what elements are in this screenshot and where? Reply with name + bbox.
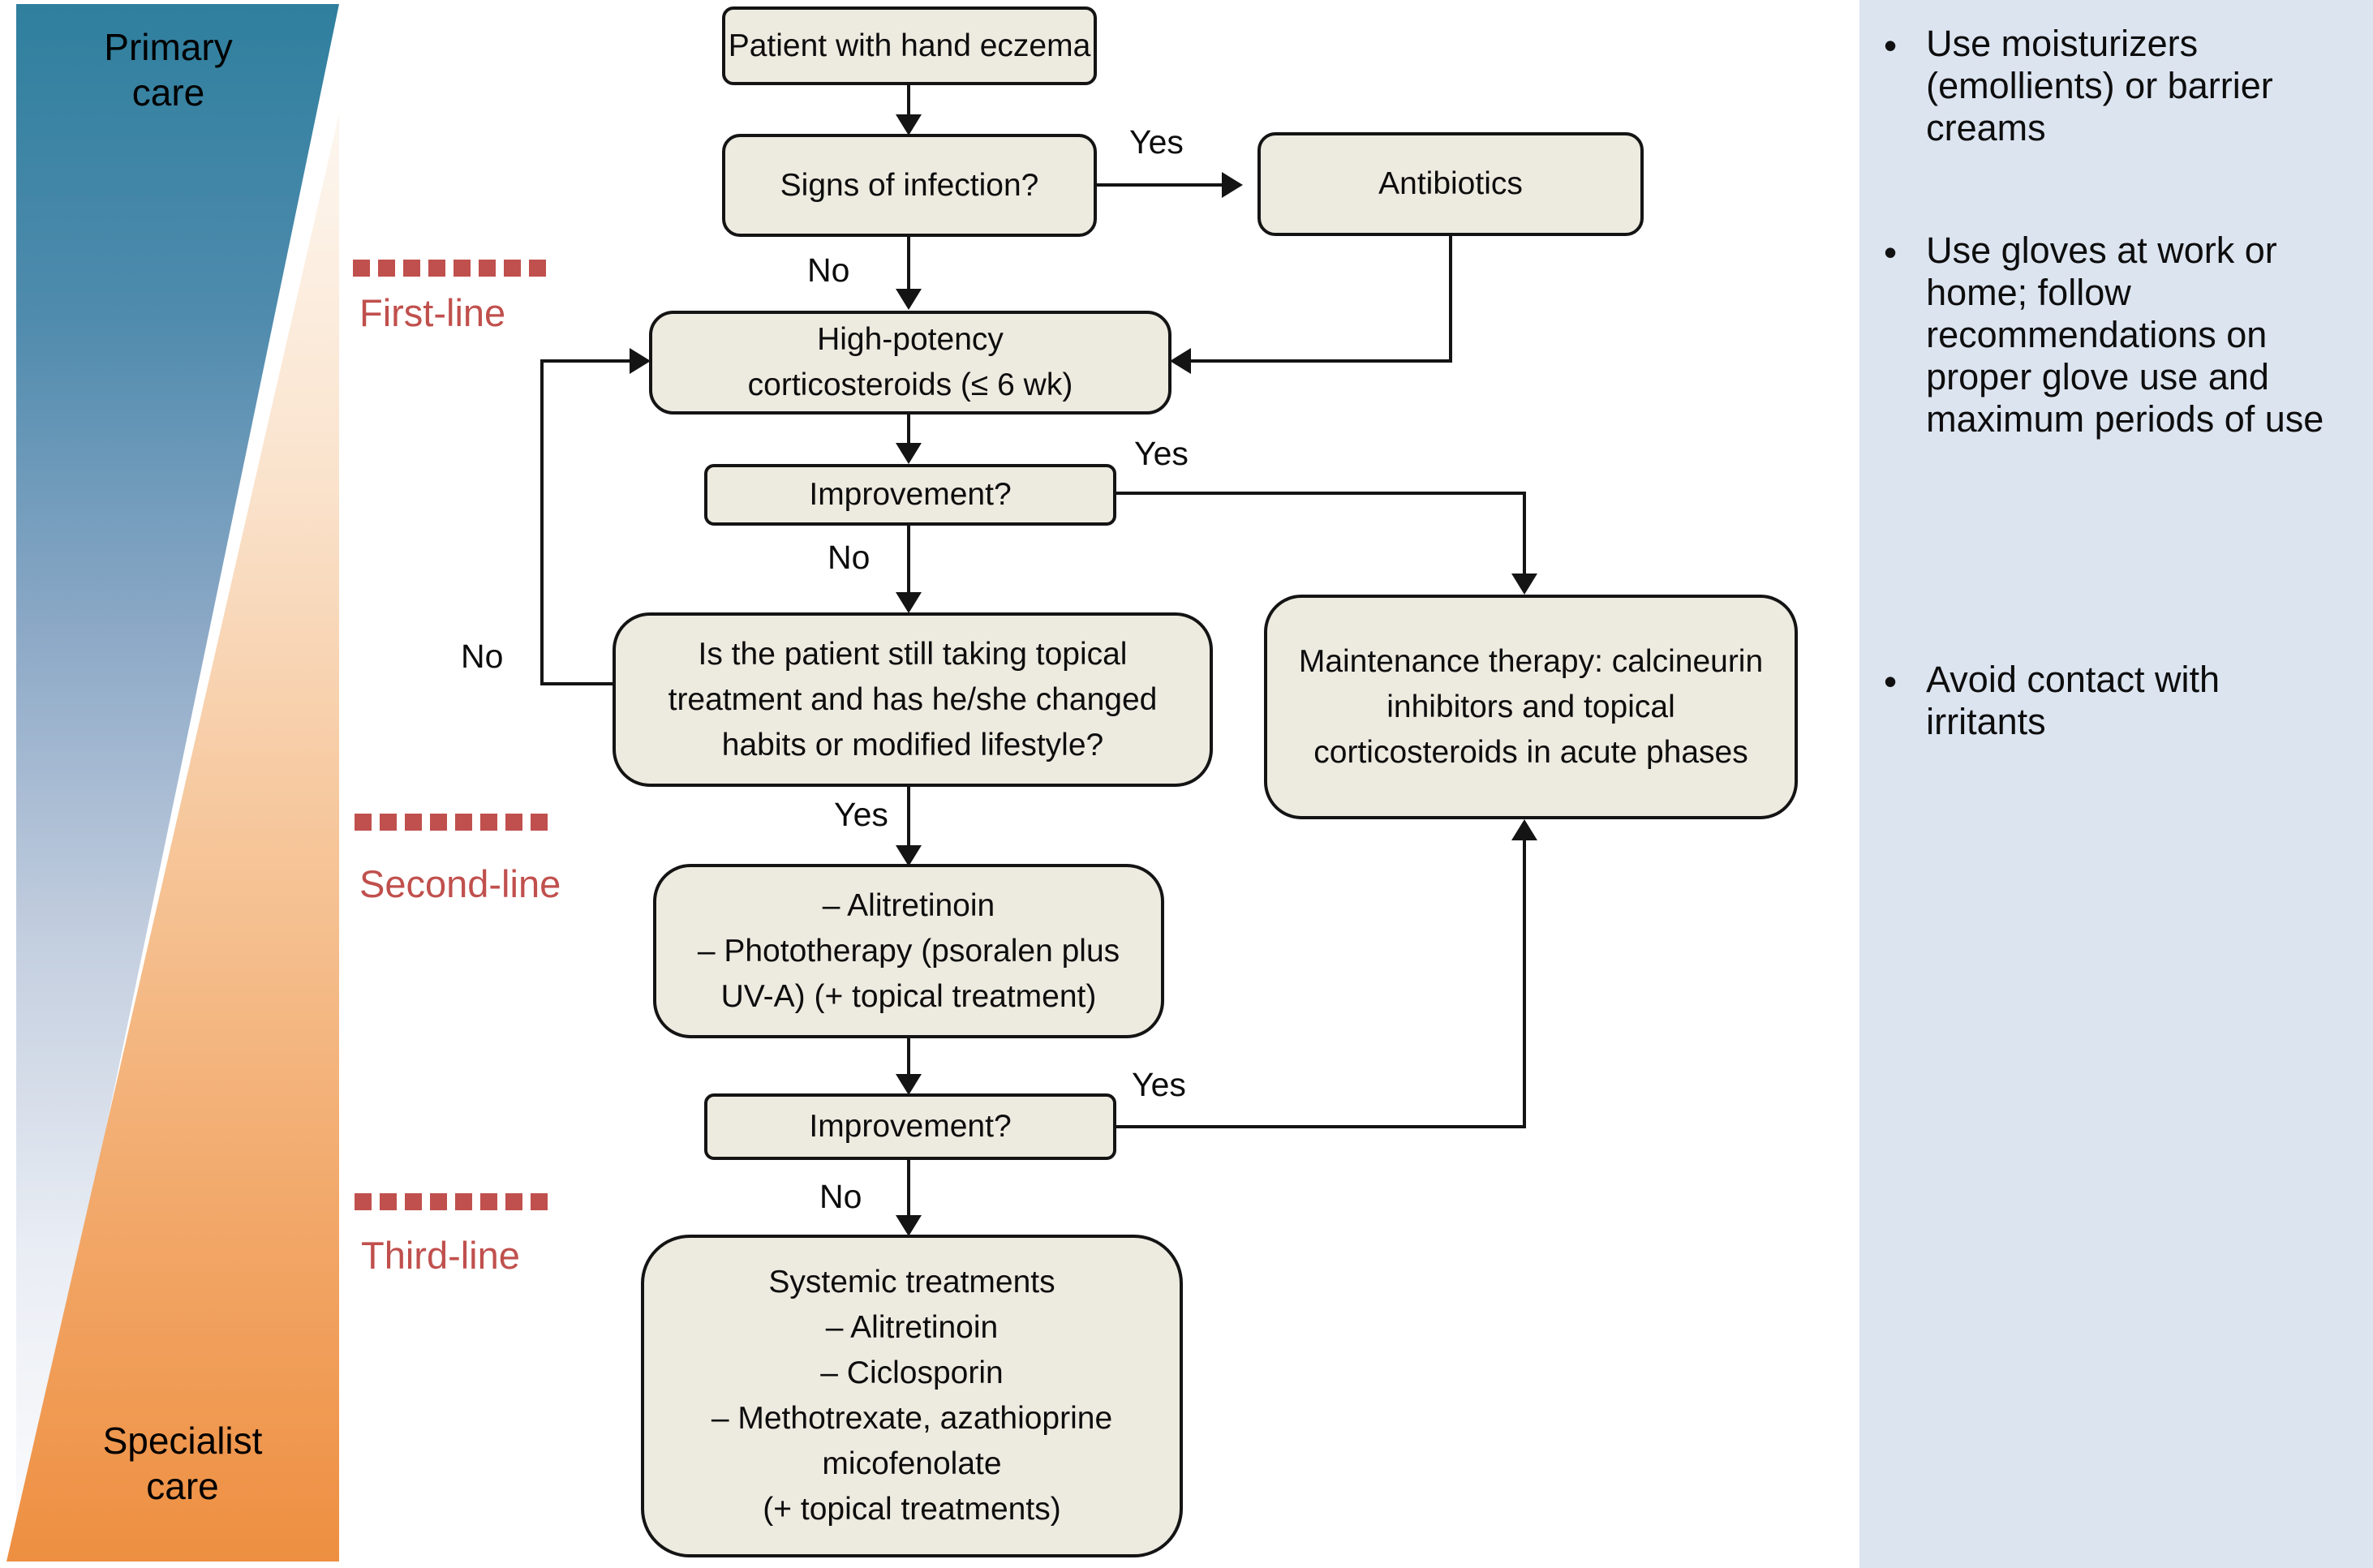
third-line-separator bbox=[355, 1193, 556, 1210]
sidebar-bullet-gloves: • Use gloves at work or home; follow rec… bbox=[1884, 230, 2325, 440]
maintenance-line3: corticosteroids in acute phases bbox=[1313, 734, 1748, 770]
improvement1-node: Improvement? bbox=[704, 464, 1116, 526]
edge-improvement2-yes-up bbox=[1523, 839, 1526, 1127]
arrowhead-question-secondline bbox=[896, 845, 922, 866]
care-gradient-wedges bbox=[6, 4, 339, 1562]
label-yes-question: Yes bbox=[834, 796, 888, 833]
third-line4: – Methotrexate, azathioprine bbox=[711, 1401, 1113, 1436]
label-no-improvement2: No bbox=[819, 1178, 862, 1215]
question-line1: Is the patient still taking topical bbox=[698, 636, 1128, 672]
arrowhead-noloop-cortico bbox=[630, 348, 651, 374]
label-yes-improvement1: Yes bbox=[1134, 435, 1189, 472]
arrowhead-improvement2-third bbox=[896, 1215, 922, 1236]
secondline-line2: – Phototherapy (psoralen plus bbox=[697, 933, 1120, 969]
arrowhead-cortico-improvement1 bbox=[896, 443, 922, 464]
sidebar-bullet-moisturizers-text: Use moisturizers (emollients) or barrier… bbox=[1926, 23, 2273, 148]
sidebar-bullet-irritants: • Avoid contact with irritants bbox=[1884, 659, 2325, 743]
patient-node: Patient with hand eczema bbox=[722, 6, 1097, 85]
systemic-treatments-node: Systemic treatments – Alitretinoin – Cic… bbox=[641, 1235, 1183, 1557]
antibiotics-node-text: Antibiotics bbox=[1378, 166, 1523, 201]
edge-improvement1-yes bbox=[1116, 492, 1526, 495]
edge-antibiotics-left bbox=[1191, 359, 1452, 363]
third-line5: micofenolate bbox=[822, 1446, 1002, 1481]
edge-noloop-top bbox=[540, 359, 631, 363]
label-no-loop: No bbox=[461, 638, 504, 675]
still-taking-treatment-node: Is the patient still taking topical trea… bbox=[613, 612, 1213, 787]
sidebar-bullet-irritants-text: Avoid contact with irritants bbox=[1926, 659, 2220, 742]
signs-node-text: Signs of infection? bbox=[780, 167, 1039, 203]
improvement2-node-text: Improvement? bbox=[809, 1109, 1012, 1144]
second-line-label: Second-line bbox=[359, 862, 561, 905]
arrowhead-signs-cortico bbox=[896, 289, 922, 310]
bullet-icon: • bbox=[1884, 24, 1898, 67]
third-line1: Systemic treatments bbox=[768, 1265, 1055, 1300]
label-no-improvement1: No bbox=[828, 539, 871, 576]
first-line-label: First-line bbox=[359, 291, 506, 334]
edge-noloop-up bbox=[540, 359, 544, 685]
arrowhead-improvement1-question bbox=[896, 592, 922, 613]
maintenance-line1: Maintenance therapy: calcineurin bbox=[1298, 643, 1764, 679]
maintenance-therapy-node: Maintenance therapy: calcineurin inhibit… bbox=[1264, 595, 1798, 819]
arrowhead-antibiotics-cortico bbox=[1170, 348, 1191, 374]
improvement1-node-text: Improvement? bbox=[809, 477, 1012, 512]
edge-improvement2-yes bbox=[1112, 1125, 1526, 1128]
sidebar-bullet-gloves-text: Use gloves at work or home; follow recom… bbox=[1926, 230, 2324, 440]
edge-improvement1-question bbox=[907, 526, 910, 594]
edge-improvement1-yes-down bbox=[1523, 492, 1526, 575]
edge-question-secondline bbox=[907, 787, 910, 847]
bullet-icon: • bbox=[1884, 660, 1898, 702]
secondline-line1: – Alitretinoin bbox=[822, 887, 995, 923]
antibiotics-node: Antibiotics bbox=[1257, 132, 1644, 236]
third-line6: (+ topical treatments) bbox=[763, 1492, 1061, 1527]
arrowhead-patient-signs bbox=[896, 114, 922, 135]
edge-signs-cortico bbox=[907, 237, 910, 290]
secondline-line3: UV-A) (+ topical treatment) bbox=[720, 978, 1097, 1014]
arrowhead-secondline-improvement2 bbox=[896, 1074, 922, 1095]
arrowhead-yes1-maintenance bbox=[1511, 574, 1537, 595]
arrowhead-yes2-maintenance bbox=[1511, 819, 1537, 840]
patient-node-text: Patient with hand eczema bbox=[728, 28, 1091, 63]
third-line3: – Ciclosporin bbox=[820, 1355, 1004, 1390]
label-yes-infection: Yes bbox=[1129, 123, 1184, 161]
third-line2: – Alitretinoin bbox=[825, 1310, 999, 1345]
specialist-care-label: Specialist care bbox=[102, 1420, 263, 1507]
edge-cortico-improvement1 bbox=[907, 415, 910, 445]
label-yes-improvement2: Yes bbox=[1132, 1066, 1186, 1103]
bullet-icon: • bbox=[1884, 231, 1898, 273]
corticosteroids-node: High-potency corticosteroids (≤ 6 wk) bbox=[649, 311, 1171, 415]
prevention-sidebar: • Use moisturizers (emollients) or barri… bbox=[1859, 0, 2373, 1568]
second-line-separator bbox=[355, 814, 556, 831]
corticosteroids-line2: corticosteroids (≤ 6 wk) bbox=[747, 367, 1073, 402]
edge-improvement2-third bbox=[907, 1160, 910, 1217]
signs-of-infection-node: Signs of infection? bbox=[722, 134, 1097, 237]
specialist-care-wedge bbox=[6, 114, 339, 1562]
label-no-infection: No bbox=[807, 251, 850, 289]
arrowhead-signs-antibiotics bbox=[1222, 172, 1243, 198]
edge-signs-antibiotics bbox=[1097, 183, 1223, 187]
second-line-treatments-node: – Alitretinoin – Phototherapy (psoralen … bbox=[653, 864, 1164, 1038]
sidebar-bullet-moisturizers: • Use moisturizers (emollients) or barri… bbox=[1884, 23, 2325, 149]
maintenance-line2: inhibitors and topical bbox=[1386, 689, 1675, 724]
third-line-label: Third-line bbox=[361, 1234, 520, 1277]
edge-noloop-bottom bbox=[540, 682, 613, 685]
first-line-separator bbox=[353, 260, 554, 277]
improvement2-node: Improvement? bbox=[704, 1093, 1116, 1160]
question-line2: treatment and has he/she changed bbox=[668, 681, 1158, 717]
edge-patient-signs bbox=[907, 85, 910, 118]
edge-antibiotics-down bbox=[1449, 235, 1452, 363]
primary-care-label: Primary care bbox=[104, 26, 233, 114]
question-line3: habits or modified lifestyle? bbox=[721, 727, 1104, 763]
edge-secondline-improvement2 bbox=[907, 1038, 910, 1076]
corticosteroids-line1: High-potency bbox=[817, 322, 1004, 357]
